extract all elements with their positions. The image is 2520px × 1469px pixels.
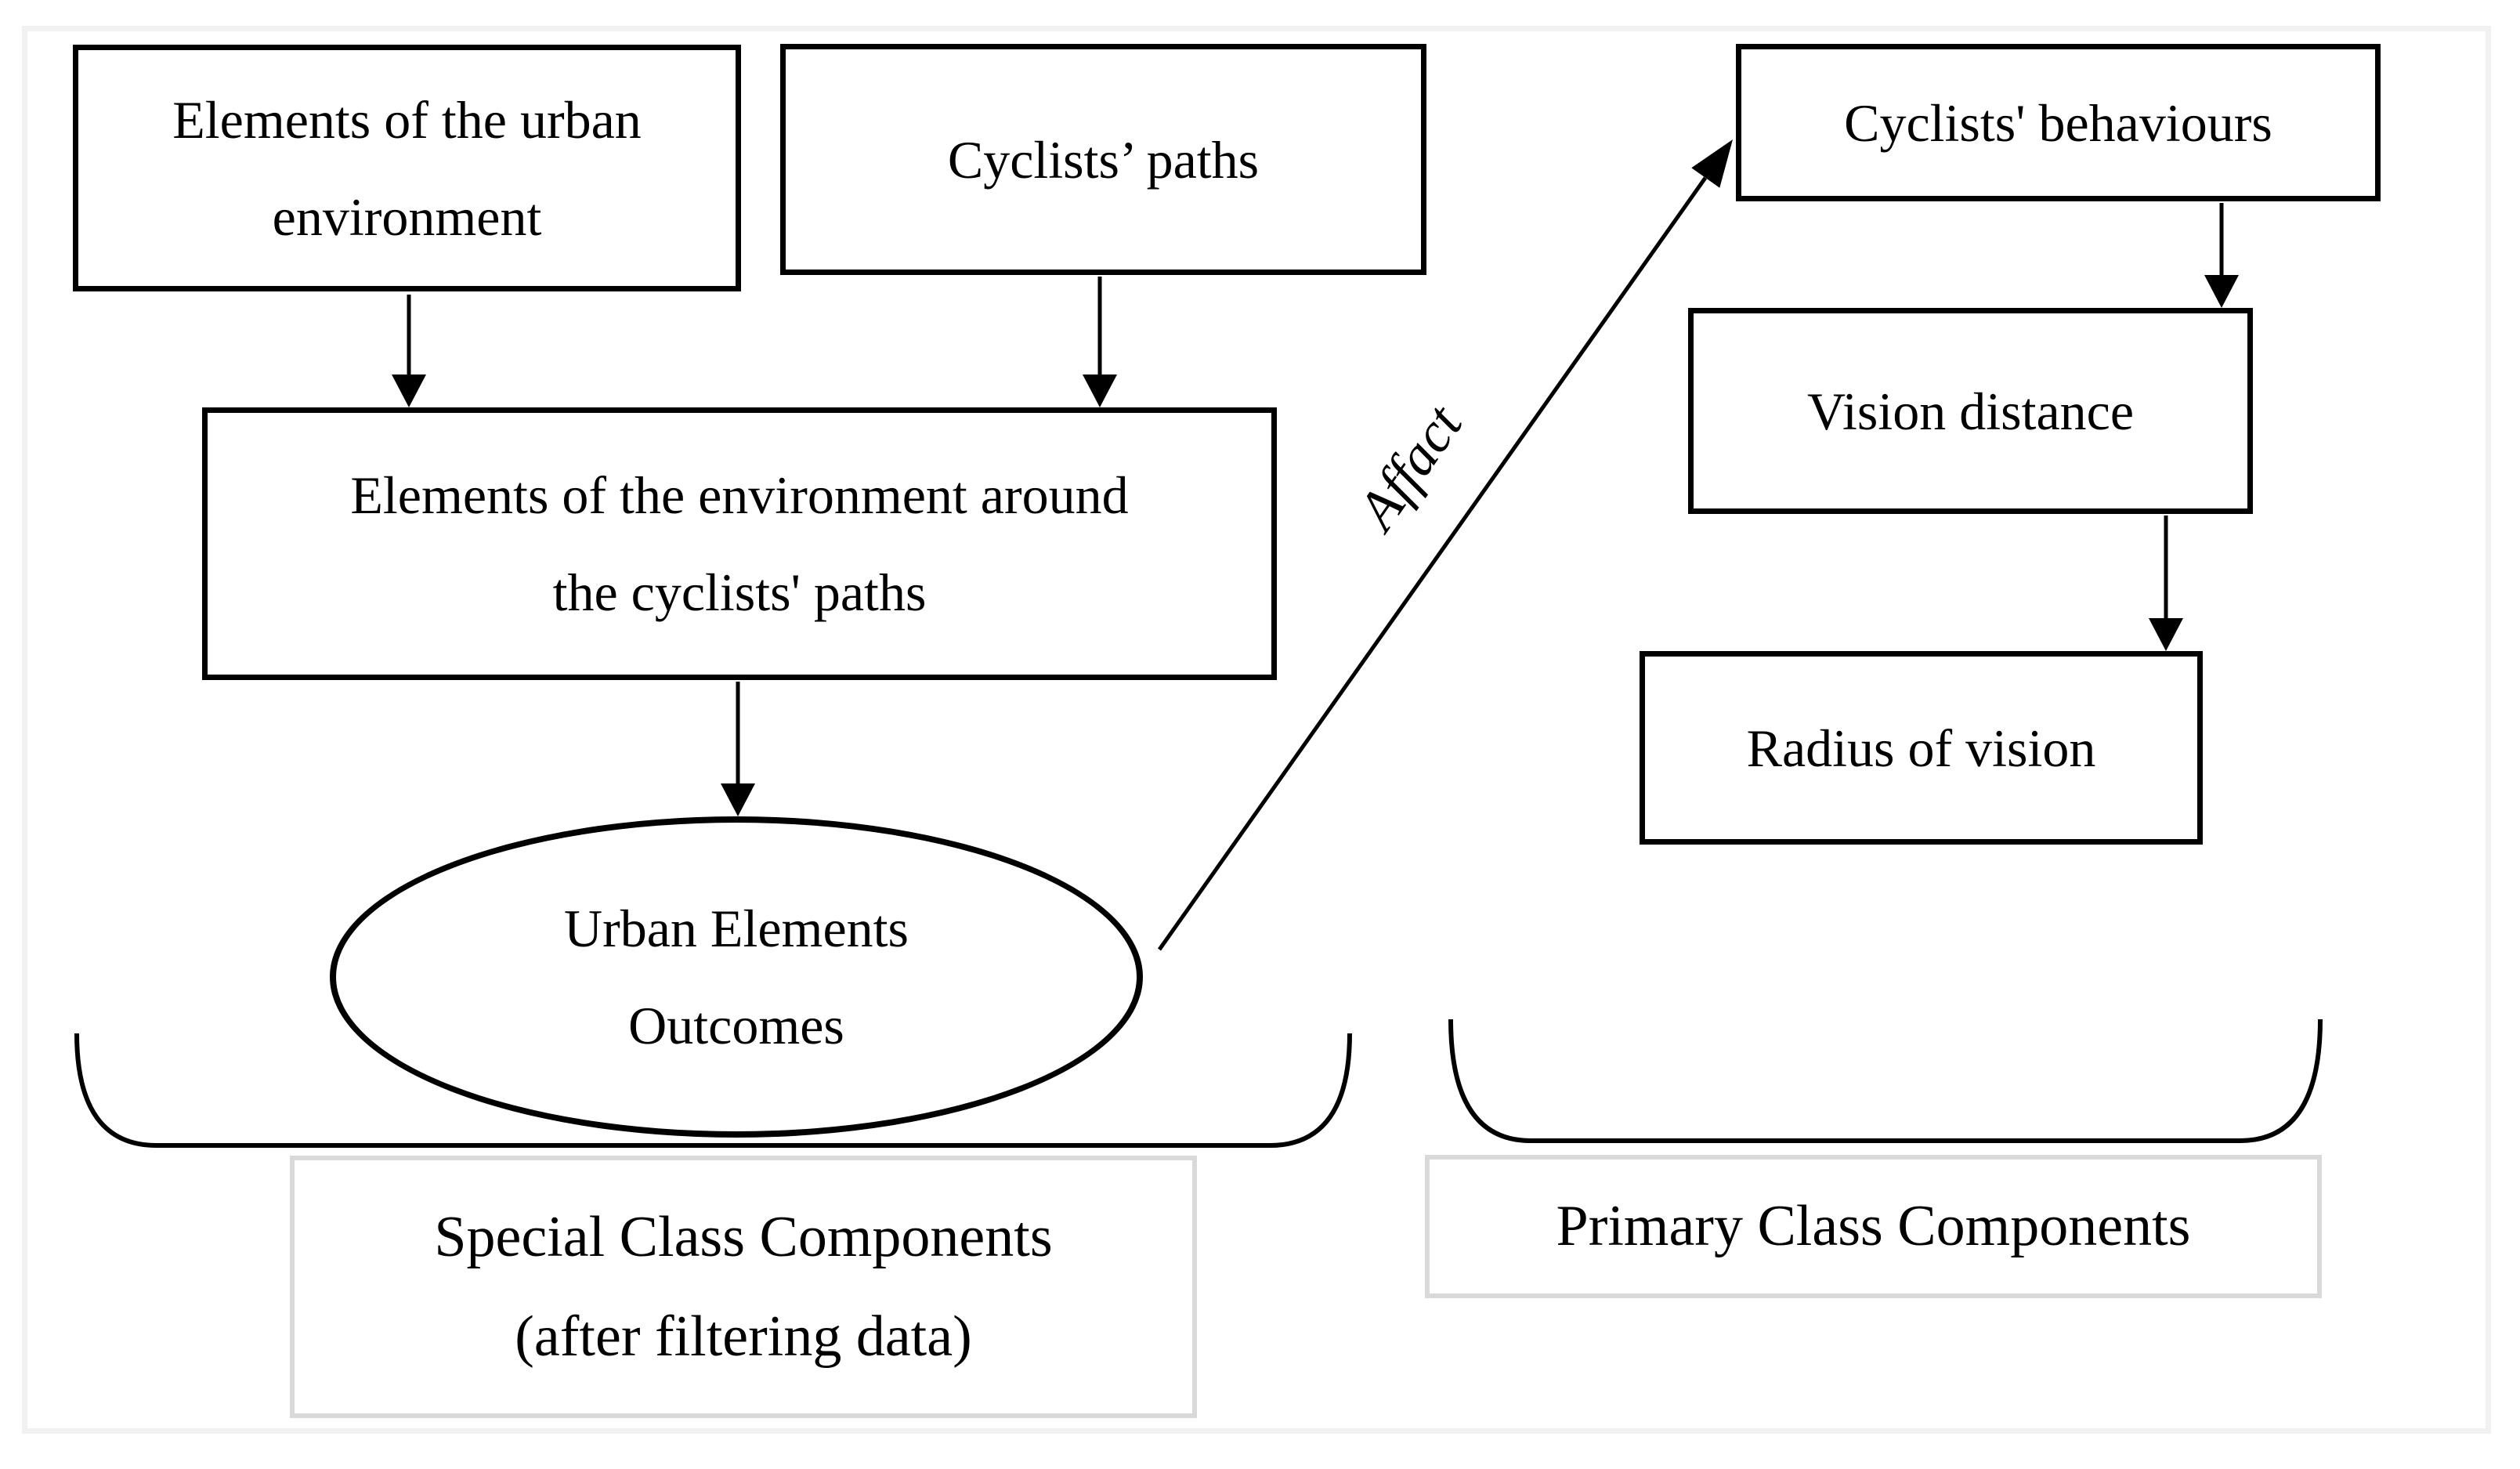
- figure-frame: [22, 26, 2491, 1434]
- node-urban-elements-outcomes-line2: Outcomes: [628, 996, 844, 1055]
- arrow-outcomes-to-behaviours: [1157, 176, 1708, 951]
- primary-class-bracket: [1448, 1019, 2323, 1143]
- group-label-special-class-line2: (after filtering data): [515, 1304, 972, 1369]
- node-vision-distance: Vision distance: [1688, 308, 2253, 514]
- arrowhead-cyclists-paths-to-env-around: [1083, 374, 1117, 407]
- node-radius-of-vision-label: Radius of vision: [1746, 718, 2096, 778]
- node-radius-of-vision: Radius of vision: [1640, 651, 2203, 845]
- group-label-special-class-components: Special Class Components (after filterin…: [290, 1156, 1197, 1418]
- node-elements-of-urban-environment-line2: environment: [272, 186, 542, 247]
- node-cyclists-paths: Cyclists’ paths: [780, 44, 1426, 275]
- node-elements-environment-around-paths: Elements of the environment around the c…: [202, 407, 1277, 680]
- group-label-special-class-line1: Special Class Components: [434, 1204, 1053, 1269]
- node-urban-elements-outcomes: Urban Elements Outcomes: [330, 816, 1143, 1138]
- node-cyclists-behaviours-label: Cyclists' behaviours: [1844, 92, 2272, 153]
- node-cyclists-paths-label: Cyclists’ paths: [947, 129, 1260, 190]
- node-elements-environment-around-paths-line2: the cyclists' paths: [552, 563, 927, 622]
- arrowhead-behaviours-to-vision-distance: [2204, 275, 2239, 308]
- arrowhead-env-around-to-outcomes: [721, 783, 755, 816]
- special-class-bracket: [74, 1033, 1352, 1148]
- arrowhead-outcomes-to-behaviours: [1691, 139, 1733, 188]
- arrowhead-vision-distance-to-radius: [2149, 618, 2183, 651]
- group-label-primary-class-label: Primary Class Components: [1556, 1194, 2191, 1258]
- group-label-primary-class-components: Primary Class Components: [1425, 1155, 2322, 1298]
- node-elements-of-urban-environment: Elements of the urban environment: [73, 45, 741, 291]
- node-vision-distance-label: Vision distance: [1806, 381, 2135, 441]
- node-urban-elements-outcomes-line1: Urban Elements: [564, 899, 909, 958]
- node-cyclists-behaviours: Cyclists' behaviours: [1736, 44, 2381, 201]
- node-elements-environment-around-paths-line1: Elements of the environment around: [350, 465, 1129, 525]
- node-elements-of-urban-environment-line1: Elements of the urban: [172, 89, 642, 150]
- arrowhead-urban-env-to-env-around: [392, 374, 426, 407]
